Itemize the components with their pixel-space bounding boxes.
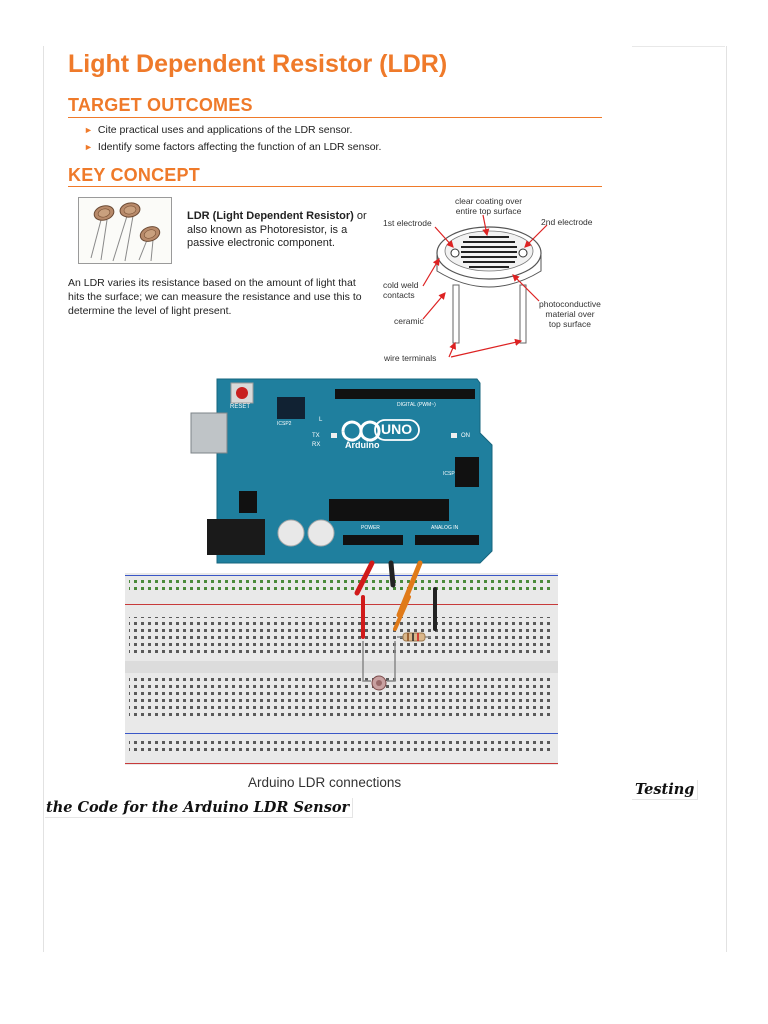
page-frame xyxy=(43,46,727,952)
ldr-explanation: An LDR varies its resistance based on th… xyxy=(68,277,362,317)
bullet-triangle-icon: ► xyxy=(84,142,93,152)
code-heading: the Code for the Arduino LDR Sensor xyxy=(45,798,354,818)
testing-heading: Testing xyxy=(632,780,699,800)
analog-in-label: ANALOG IN xyxy=(431,525,459,531)
arduino-brand-label: Arduino xyxy=(345,440,380,450)
label-ceramic: ceramic xyxy=(394,316,424,326)
ldr-definition-term: LDR (Light Dependent Resistor) xyxy=(187,210,354,222)
uno-label: UNO xyxy=(381,421,413,437)
label-1st-electrode: 1st electrode xyxy=(383,218,432,228)
digital-label: DIGITAL (PWM~) xyxy=(397,402,436,408)
bullet-triangle-icon: ► xyxy=(84,125,93,135)
ldr-definition-text: or also known as Photoresistor, is a pas… xyxy=(187,210,367,249)
key-concept-rule xyxy=(68,186,602,187)
ldr-definition: LDR (Light Dependent Resistor) or also k… xyxy=(187,210,372,251)
on-label: ON xyxy=(461,433,470,439)
label-clear-coating: clear coating over entire top surface xyxy=(455,196,523,216)
ldr-structure-diagram: clear coating over entire top surface 1s… xyxy=(375,193,625,368)
arduino-ldr-circuit: RESET ICSP2 DIGITAL (PWM~) UNO Arduino L… xyxy=(125,375,558,765)
figure-caption: Arduino LDR connections xyxy=(248,775,402,790)
outcome-text-1: Cite practical uses and applications of … xyxy=(97,124,353,136)
outcome-text-2: Identify some factors affecting the func… xyxy=(97,141,382,153)
label-cold-weld: cold weld contacts xyxy=(383,280,419,300)
key-concept-heading: KEY CONCEPT xyxy=(68,165,200,185)
outcome-item-2: ► Identify some factors affecting the fun… xyxy=(84,141,381,153)
led-rx-label: RX xyxy=(312,442,321,448)
target-outcomes-heading: TARGET OUTCOMES xyxy=(68,95,253,115)
target-outcomes-rule xyxy=(68,117,602,118)
page-frame-top-edge xyxy=(632,46,725,47)
icsp2-label: ICSP2 xyxy=(277,421,292,427)
power-label: POWER xyxy=(361,525,380,531)
led-l-label: L xyxy=(319,417,323,423)
label-2nd-electrode: 2nd electrode xyxy=(541,217,593,227)
icsp-label: ICSP xyxy=(443,471,455,477)
led-tx-label: TX xyxy=(312,433,320,439)
outcome-item-1: ► Cite practical uses and applications of… xyxy=(84,124,352,136)
page-title: Light Dependent Resistor (LDR) xyxy=(68,50,448,78)
label-wire-terminals: wire terminals xyxy=(384,353,437,363)
ldr-photo xyxy=(78,197,172,264)
reset-label: RESET xyxy=(230,404,251,410)
label-photoconductive: photoconductive material over top surfac… xyxy=(539,299,601,329)
